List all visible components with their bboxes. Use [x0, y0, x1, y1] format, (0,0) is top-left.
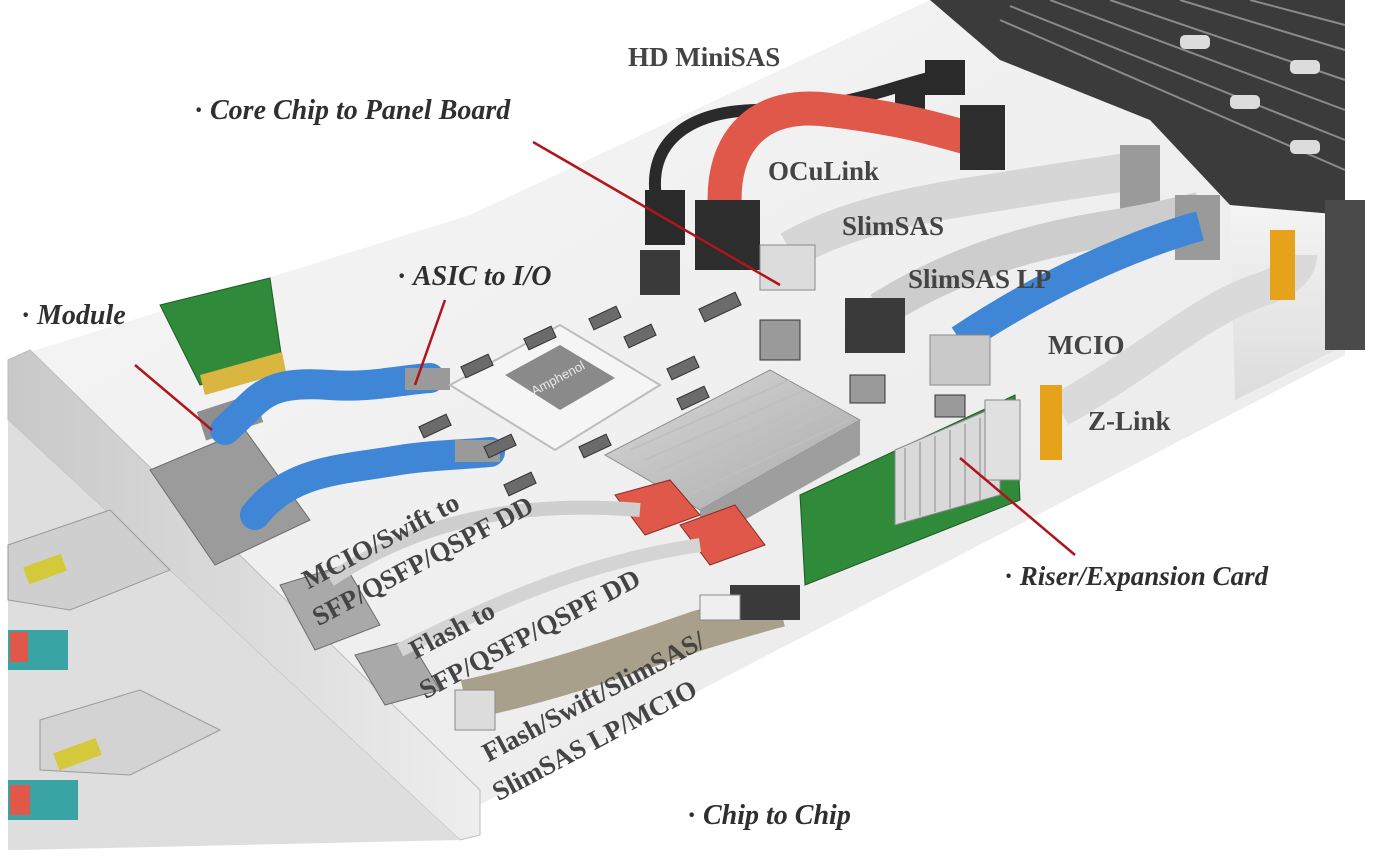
- leader-asic-io: [413, 299, 447, 386]
- chassis-right-wall: [1230, 205, 1345, 400]
- bullet-glyph: ·: [398, 261, 405, 292]
- bullet-glyph: ·: [688, 800, 695, 831]
- leader-core-chip: [532, 140, 781, 287]
- bullet-glyph: ·: [22, 300, 29, 331]
- label-slimsas-lp: SlimSAS LP: [908, 264, 1052, 294]
- slimsas-ribbon: [780, 151, 1144, 267]
- leader-lines: [134, 140, 1076, 556]
- sfp-thin-cable: [326, 500, 641, 586]
- callout-riser: ·Riser/Expansion Card: [1005, 563, 1268, 590]
- chip-socket: Amphenol: [448, 323, 662, 452]
- flash-thin-cable: [396, 538, 702, 657]
- board-connectors: [418, 291, 966, 497]
- drive-bays: [930, 0, 1346, 215]
- bullet-glyph: ·: [195, 95, 202, 126]
- slimsas-lp-ribbon: [870, 192, 1205, 326]
- callout-core-chip: · Core Chip to Panel Board: [195, 97, 510, 125]
- callout-module-text: Module: [37, 300, 126, 331]
- callout-chip-to-chip-text: Chip to Chip: [703, 800, 851, 831]
- label-oculink: OCuLink: [768, 156, 880, 186]
- oculink-ribbon: [707, 91, 980, 212]
- label-hd-minisas: HD MiniSAS: [628, 42, 781, 72]
- callout-riser-text: Riser/Expansion Card: [1019, 561, 1269, 591]
- label-zlink: Z-Link: [1088, 406, 1171, 436]
- sfp-cages: [149, 429, 441, 706]
- callout-asic-io-text: ASIC to I/O: [413, 261, 552, 292]
- mcio-ribbon: [951, 211, 1204, 353]
- riser-card: [799, 394, 1021, 586]
- callout-chip-to-chip: · Chip to Chip: [688, 802, 851, 830]
- label-slimsas: SlimSAS: [842, 211, 945, 241]
- callout-core-chip-text: Core Chip to Panel Board: [210, 95, 511, 126]
- label-mcio: MCIO: [1048, 330, 1125, 360]
- red-paddle-connectors: [614, 479, 766, 566]
- callout-module: · Module: [22, 302, 126, 330]
- callout-asic-io: · ASIC to I/O: [398, 263, 552, 291]
- bullet-glyph: ·: [1005, 561, 1012, 591]
- leader-riser: [959, 457, 1076, 556]
- asic-io-ribbon-upper: [210, 363, 445, 445]
- rack-edge: [1325, 200, 1365, 350]
- leader-module: [134, 364, 213, 431]
- transceiver-modules: [7, 509, 222, 820]
